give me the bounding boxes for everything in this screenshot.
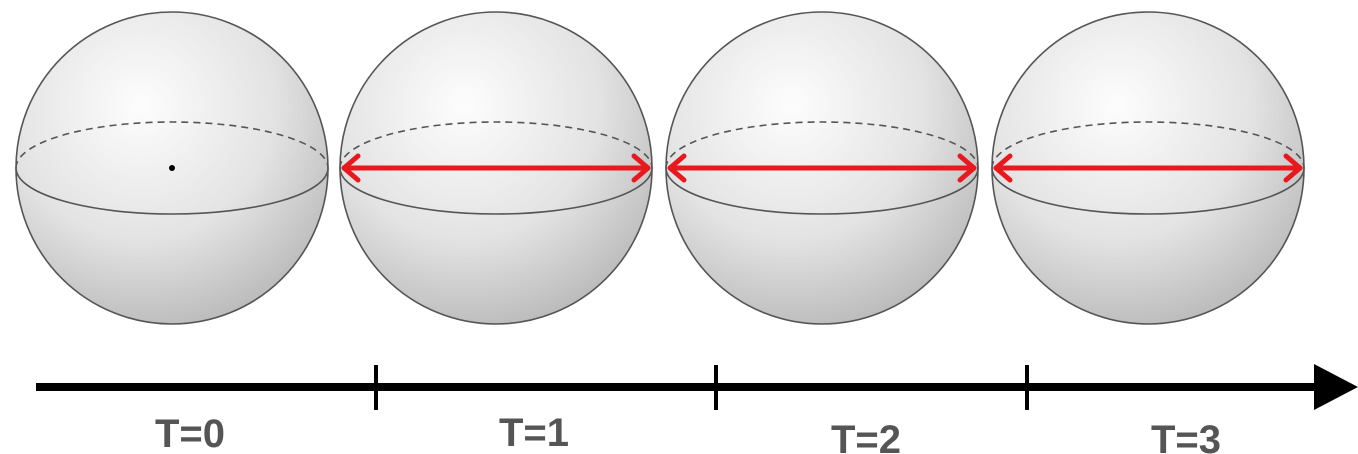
sphere-t3 xyxy=(992,12,1304,324)
time-label-t3: T=3 xyxy=(1151,418,1221,454)
timeline-axis xyxy=(36,364,1358,410)
time-label-t0: T=0 xyxy=(155,412,225,454)
sphere-t2 xyxy=(666,12,978,324)
center-dot xyxy=(169,165,175,171)
sphere-t1 xyxy=(340,12,652,324)
time-label-t1: T=1 xyxy=(499,411,569,454)
timeline-arrowhead xyxy=(1314,364,1358,410)
sphere-t0 xyxy=(16,12,328,324)
time-label-t2: T=2 xyxy=(831,418,901,454)
